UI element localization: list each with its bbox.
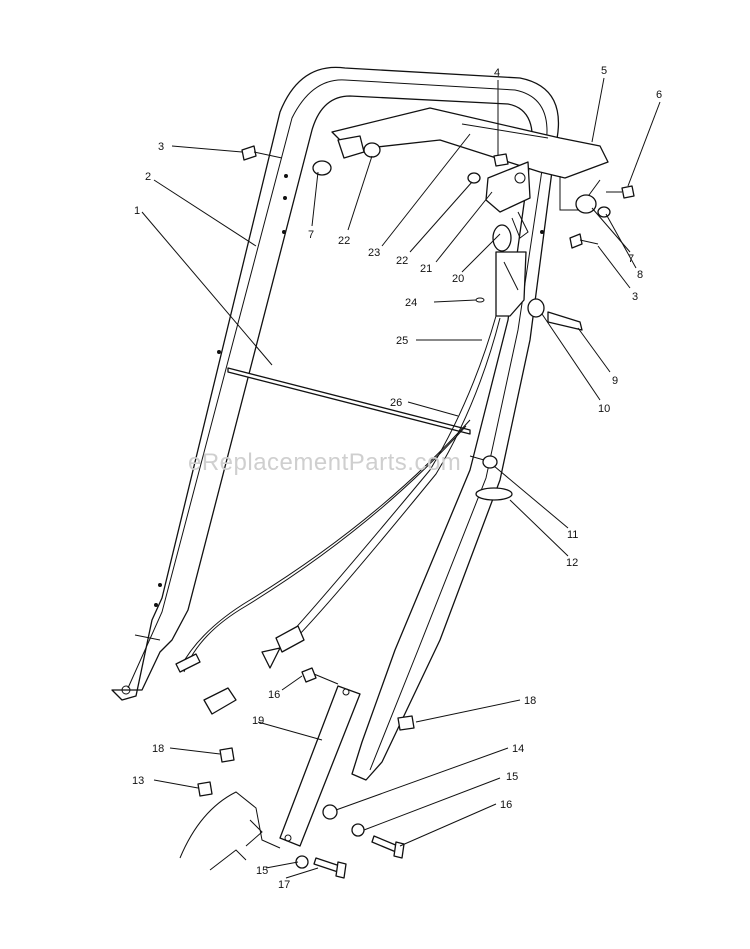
callout-20: 20	[452, 273, 464, 285]
callout-7: 7	[308, 229, 314, 241]
callout-13: 13	[132, 775, 144, 787]
callout-16: 16	[500, 799, 512, 811]
watermark: eReplacementParts.com	[188, 449, 461, 476]
callout-9: 9	[612, 375, 618, 387]
callout-7: 7	[628, 253, 634, 265]
callout-5: 5	[601, 65, 607, 77]
callout-18: 18	[524, 695, 536, 707]
callout-1: 1	[134, 205, 140, 217]
callout-3: 3	[632, 291, 638, 303]
control-cables	[175, 315, 501, 715]
control-lever	[492, 224, 527, 317]
leader-lines	[141, 77, 661, 879]
callout-18: 18	[152, 743, 164, 755]
callout-12: 12	[566, 557, 578, 569]
callout-22: 22	[338, 235, 350, 247]
callout-24: 24	[405, 297, 417, 309]
mower-deck	[179, 791, 281, 871]
cross-bar	[227, 367, 471, 435]
callout-26: 26	[390, 397, 402, 409]
callout-17: 17	[278, 879, 290, 891]
callout-4: 4	[494, 67, 500, 79]
callout-15: 15	[506, 771, 518, 783]
callout-6: 6	[656, 89, 662, 101]
callout-23: 23	[368, 247, 380, 259]
upper-handle	[111, 66, 559, 781]
callout-labels: 1 2 3 3 4 5 6 7 7 8 9 10 11 12 13 14 15 …	[132, 65, 662, 891]
callout-8: 8	[637, 269, 643, 281]
callout-11: 11	[567, 529, 578, 541]
callout-3: 3	[158, 141, 164, 153]
top-bracket	[331, 107, 609, 211]
control-bracket	[485, 161, 531, 239]
callout-19: 19	[252, 715, 264, 727]
callout-14: 14	[512, 743, 524, 755]
callout-25: 25	[396, 335, 408, 347]
callout-15: 15	[256, 865, 268, 877]
callout-21: 21	[420, 263, 432, 275]
lower-handle	[279, 685, 361, 847]
hardware	[197, 142, 635, 879]
callout-2: 2	[145, 171, 151, 183]
callout-10: 10	[598, 403, 610, 415]
callout-22: 22	[396, 255, 408, 267]
callout-16: 16	[268, 689, 280, 701]
